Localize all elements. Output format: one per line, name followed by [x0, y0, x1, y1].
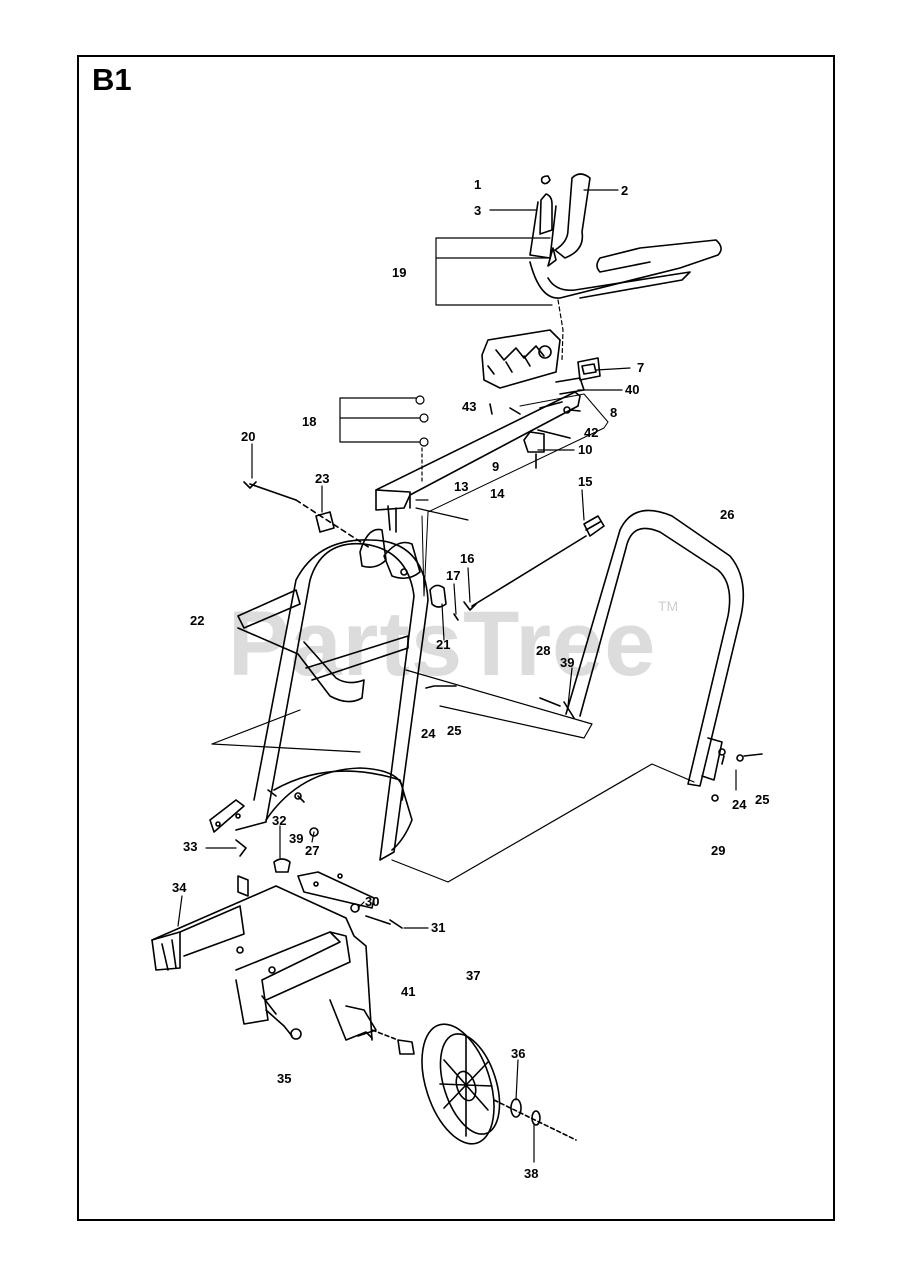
- callout-label: 39: [560, 655, 575, 670]
- callout-label: 20: [241, 429, 256, 444]
- callout-label: 28: [536, 643, 551, 658]
- callout-label: 42: [584, 425, 599, 440]
- callout-label: 25: [447, 723, 462, 738]
- callout-label: 9: [492, 459, 500, 474]
- callout-label: 29: [711, 843, 726, 858]
- leader-19: [435, 237, 564, 361]
- callout-label: 39: [289, 831, 304, 846]
- callout-label: 1: [474, 177, 482, 192]
- callout-label: 21: [436, 637, 451, 652]
- bolt-30-31: [350, 903, 403, 929]
- callout-label: 23: [315, 471, 330, 486]
- callout-label: 25: [755, 792, 770, 807]
- callout-label: 16: [460, 551, 475, 566]
- drawing-frame: [77, 55, 835, 1221]
- callout-label: 38: [524, 1166, 539, 1181]
- callout-label: 24: [421, 726, 436, 741]
- callout-label: 13: [454, 479, 469, 494]
- rear-handle: [539, 509, 763, 802]
- callout-label: 19: [392, 265, 407, 280]
- callout-label: 37: [466, 968, 481, 983]
- rod-20-23: [243, 481, 371, 549]
- callout-label: 7: [637, 360, 645, 375]
- callout-label: 34: [172, 880, 187, 895]
- callout-label: 31: [431, 920, 446, 935]
- leader-18: [339, 395, 429, 483]
- callout-label: 33: [183, 839, 198, 854]
- section-title: B1: [92, 62, 132, 97]
- main-beam: [375, 377, 609, 597]
- callout-label: 10: [578, 442, 593, 457]
- callout-label: 18: [302, 414, 317, 429]
- callout-label: 15: [578, 474, 593, 489]
- callout-label: 14: [490, 486, 505, 501]
- front-frame: [209, 539, 429, 909]
- callout-label: 2: [621, 183, 629, 198]
- callout-label: 24: [732, 797, 747, 812]
- base-frame: [151, 875, 377, 1041]
- trademark-mark: TM: [658, 598, 679, 614]
- ground-outline: [211, 669, 695, 883]
- frame-hardware: [235, 685, 457, 873]
- callout-label: 41: [401, 984, 416, 999]
- callout-label: 3: [474, 203, 482, 218]
- callout-label: 17: [446, 568, 461, 583]
- sprocket-plates: [359, 499, 469, 580]
- label-leaders: [177, 189, 737, 1163]
- small-hardware: [489, 175, 581, 469]
- callout-label: 27: [305, 843, 320, 858]
- callout-label: 35: [277, 1071, 292, 1086]
- wheel: [371, 1023, 501, 1145]
- axle-washers: [493, 1098, 577, 1141]
- callout-label: 22: [190, 613, 205, 628]
- callout-label: 26: [720, 507, 735, 522]
- callout-label: 30: [365, 894, 380, 909]
- callout-label: 43: [462, 399, 477, 414]
- plate-7: [577, 357, 601, 381]
- control-box: [481, 329, 561, 389]
- callout-label: 8: [610, 405, 618, 420]
- callout-label: 32: [272, 813, 287, 828]
- watermark: PartsTree: [228, 593, 657, 695]
- tie-rod: [429, 515, 605, 621]
- callout-label: 36: [511, 1046, 526, 1061]
- handle-bars: [529, 173, 722, 299]
- callout-label: 40: [625, 382, 640, 397]
